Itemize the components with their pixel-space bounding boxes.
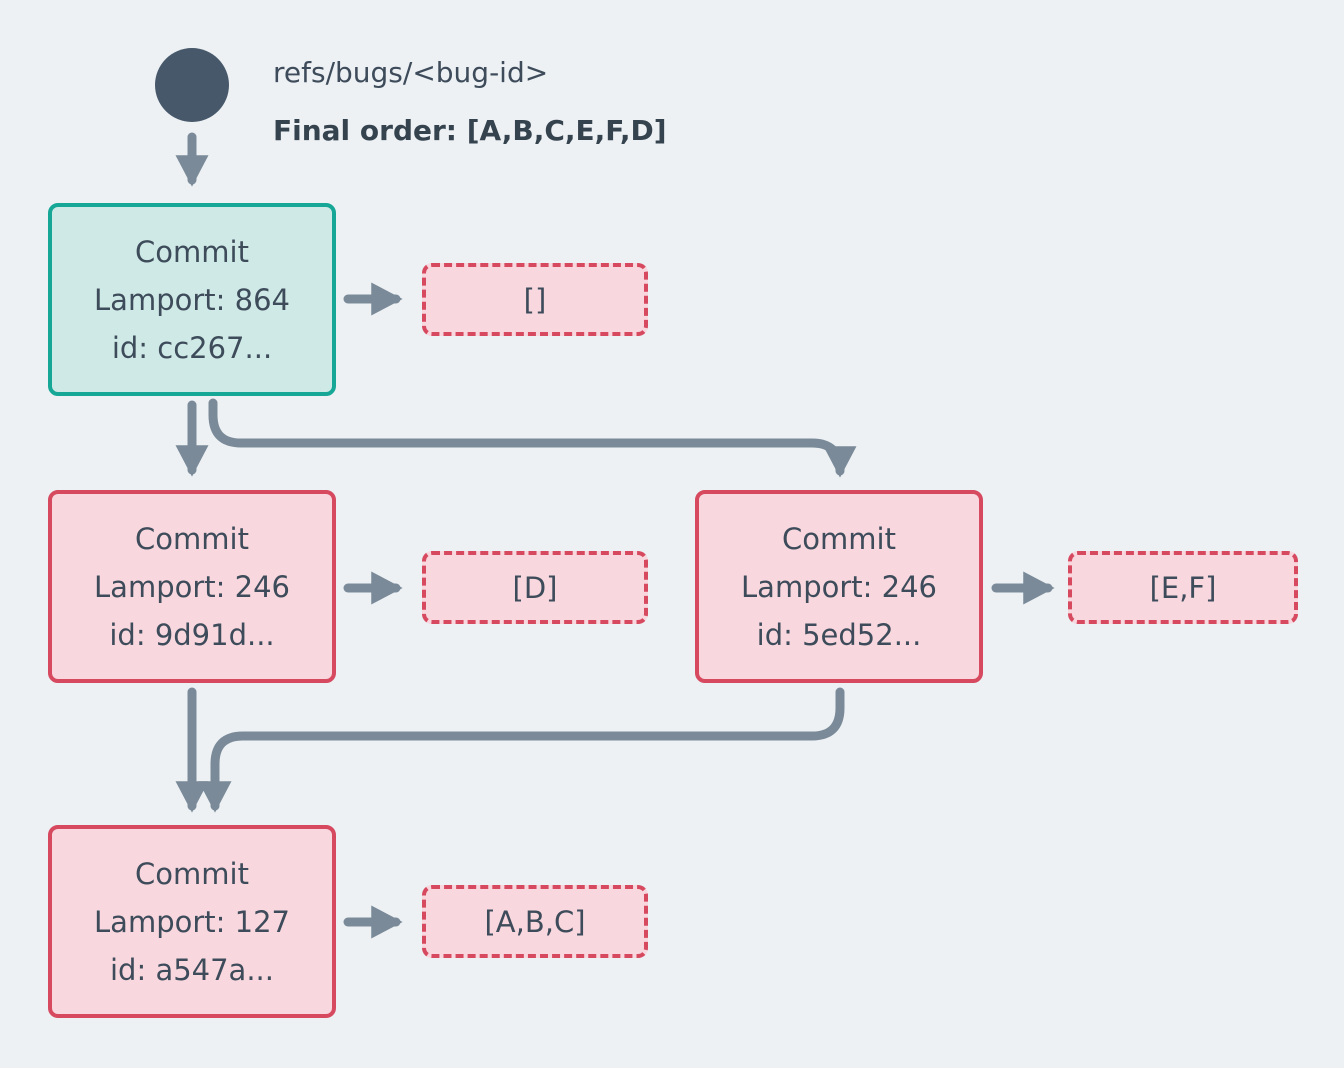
commit-node-root: Commit Lamport: 864 id: cc267... (48, 203, 336, 396)
operations-box-root: [] (422, 263, 648, 336)
commit-title: Commit (135, 856, 249, 891)
commit-lamport: Lamport: 864 (94, 282, 290, 317)
commit-lamport: Lamport: 127 (94, 904, 290, 939)
final-order-label: Final order: [A,B,C,E,F,D] (273, 114, 667, 147)
ref-name-label: refs/bugs/<bug-id> (273, 56, 549, 89)
commit-id: id: 9d91d... (109, 617, 275, 652)
commit-lamport: Lamport: 246 (741, 569, 937, 604)
commit-id: id: 5ed52... (756, 617, 922, 652)
commit-node-right: Commit Lamport: 246 id: 5ed52... (695, 490, 983, 683)
edge-right-to-merge-arrow (198, 687, 845, 813)
operations-box-merge: [A,B,C] (422, 885, 648, 958)
operations-box-right: [E,F] (1068, 551, 1298, 624)
commit-node-left: Commit Lamport: 246 id: 9d91d... (48, 490, 336, 683)
ref-head-node (155, 48, 229, 122)
commit-title: Commit (135, 521, 249, 556)
commit-node-merge: Commit Lamport: 127 id: a547a... (48, 825, 336, 1018)
commit-id: id: a547a... (109, 952, 274, 987)
commit-id: id: cc267... (111, 330, 273, 365)
edge-root-to-right-child-arrow (208, 398, 857, 478)
commit-lamport: Lamport: 246 (94, 569, 290, 604)
commit-title: Commit (782, 521, 896, 556)
commit-title: Commit (135, 234, 249, 269)
operations-box-left: [D] (422, 551, 648, 624)
